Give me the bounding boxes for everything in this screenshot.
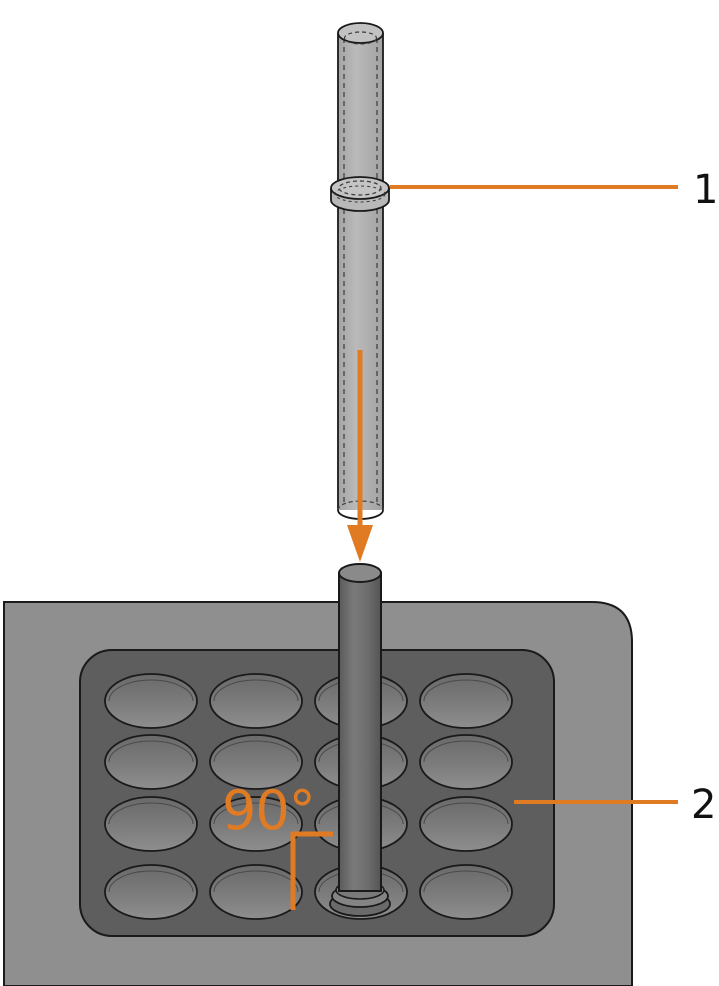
well (419, 734, 513, 790)
tube (330, 22, 390, 520)
rod (329, 563, 391, 917)
well (419, 864, 513, 920)
right-angle-marker: 90° (222, 779, 333, 910)
well (104, 796, 198, 852)
well (104, 734, 198, 790)
insertion-arrow (347, 350, 373, 562)
well (209, 734, 303, 790)
well (419, 673, 513, 729)
rod-body (338, 572, 382, 892)
arrow-head (347, 525, 373, 562)
angle-label: 90° (222, 779, 315, 842)
block (3, 601, 633, 986)
well (209, 673, 303, 729)
callout-2: 2 (514, 782, 716, 828)
tube-top-inner (343, 31, 378, 45)
rod-top-cap (338, 563, 382, 583)
callout-1-number: 1 (693, 167, 718, 213)
well (104, 673, 198, 729)
well (419, 796, 513, 852)
callout-2-number: 2 (691, 782, 716, 828)
well (104, 864, 198, 920)
tube-top-rim (337, 22, 384, 44)
well (209, 796, 303, 852)
tube-ring (330, 176, 390, 212)
well (209, 864, 303, 920)
callout-1: 1 (390, 167, 718, 213)
